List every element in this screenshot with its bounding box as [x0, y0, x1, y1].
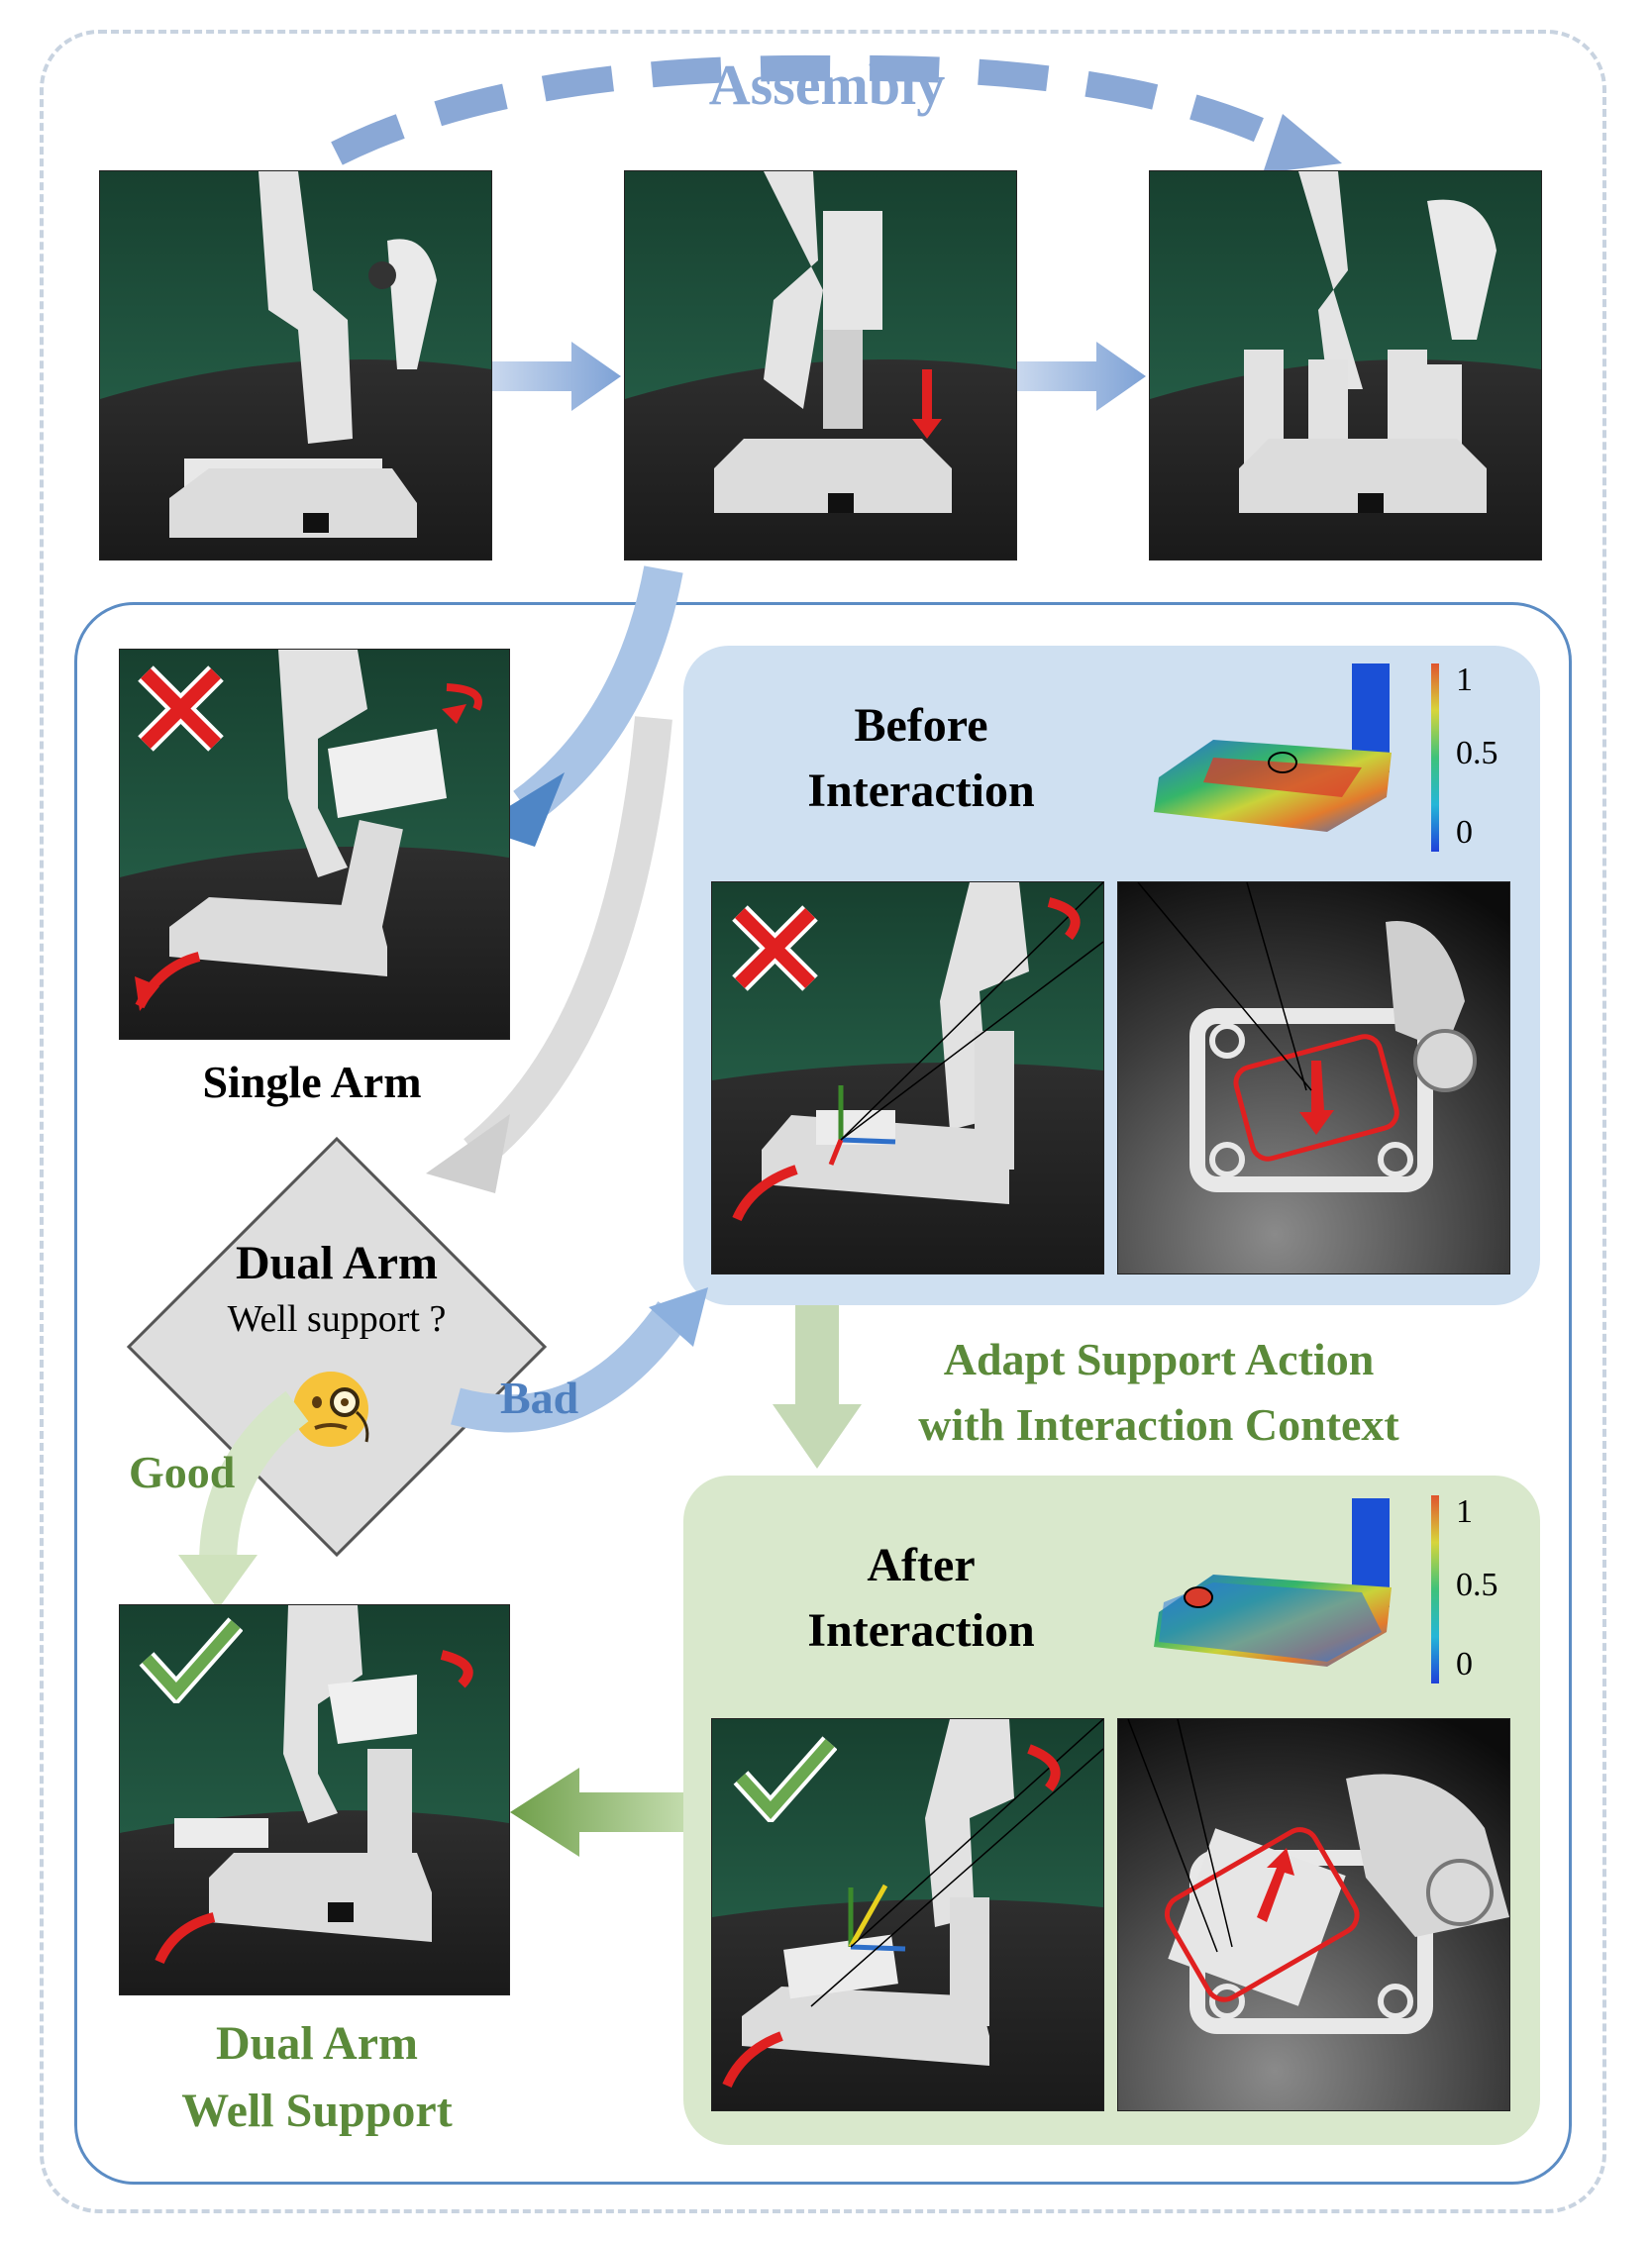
good-label: Good — [129, 1447, 236, 1497]
before-heatmap-pointcloud — [1154, 663, 1392, 832]
assembly-step-1-image — [99, 170, 492, 561]
single-arm-label: Single Arm — [202, 1057, 422, 1107]
decision-question: Well support ? — [227, 1298, 447, 1340]
bad-label: Bad — [500, 1373, 579, 1423]
before-title-line2: Interaction — [807, 765, 1035, 817]
dual-arm-result-image — [119, 1604, 510, 1995]
result-success-check-icon — [139, 1617, 243, 1703]
assembly-title: Assembly — [708, 52, 946, 117]
before-fail-cross-icon — [732, 905, 818, 991]
result-line2: Well Support — [181, 2085, 453, 2137]
inner-process-frame — [74, 602, 1572, 2185]
good-arrow — [178, 1390, 309, 1609]
assembly-arc-arrow — [331, 54, 1342, 173]
after-success-check-icon — [733, 1736, 837, 1822]
before-colorbar-min: 0 — [1456, 814, 1473, 851]
step-arrow-2 — [1017, 342, 1146, 411]
decision-title: Dual Arm — [236, 1237, 438, 1289]
after-sim-image — [711, 1718, 1104, 2111]
adapt-down-arrow — [773, 1305, 862, 1469]
before-colorbar — [1431, 663, 1439, 852]
after-heatmap-pointcloud — [1154, 1498, 1392, 1667]
outer-dashed-frame — [40, 30, 1606, 2213]
assembly-step-2-image — [624, 170, 1017, 561]
after-title-line1: After — [867, 1539, 976, 1591]
after-colorbar-mid: 0.5 — [1456, 1567, 1498, 1603]
before-sim-image — [711, 881, 1104, 1274]
adapt-line2: with Interaction Context — [918, 1399, 1399, 1450]
after-colorbar — [1431, 1495, 1439, 1683]
after-title-line2: Interaction — [807, 1604, 1035, 1657]
before-title-line1: Before — [854, 699, 988, 752]
before-interaction-title: Before Interaction — [738, 693, 1104, 824]
bad-arrow — [451, 1287, 708, 1433]
flow-curve-arrows — [426, 565, 683, 1193]
before-colorbar-max: 1 — [1456, 662, 1473, 698]
after-colorbar-min: 0 — [1456, 1646, 1473, 1682]
before-camera-image — [1117, 881, 1510, 1274]
thinking-monocle-face-icon — [293, 1372, 369, 1447]
fail-cross-icon — [138, 665, 224, 752]
result-caption: Dual Arm Well Support — [109, 2010, 525, 2145]
after-interaction-title: After Interaction — [738, 1533, 1104, 1664]
result-line1: Dual Arm — [216, 2017, 418, 2070]
single-arm-image — [119, 649, 510, 1040]
step-arrow-1 — [492, 342, 621, 411]
before-colorbar-mid: 0.5 — [1456, 735, 1498, 771]
assembly-step-3-image — [1149, 170, 1542, 561]
result-left-arrow — [510, 1768, 683, 1857]
adapt-caption: Adapt Support Action with Interaction Co… — [852, 1327, 1466, 1458]
after-colorbar-max: 1 — [1456, 1493, 1473, 1530]
adapt-line1: Adapt Support Action — [943, 1334, 1375, 1384]
after-camera-image — [1117, 1718, 1510, 2111]
